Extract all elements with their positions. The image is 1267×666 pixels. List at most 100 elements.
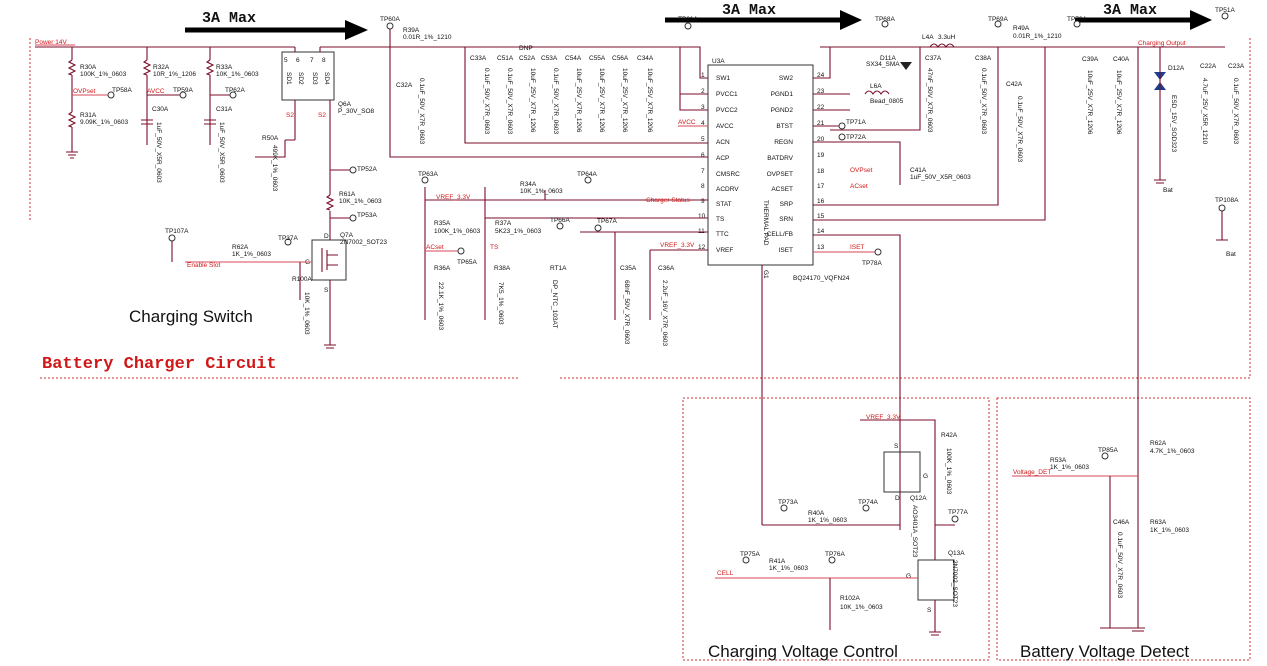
input-capacitor-bank: C33A C51A C52A C53A C54A C55A C56A C34A … <box>470 55 654 135</box>
testpoint-tp65a[interactable] <box>457 247 465 255</box>
acn-wire <box>389 29 708 158</box>
section-label-battery-voltage-detect: Battery Voltage Detect <box>1020 642 1189 661</box>
svg-text:OVPSET: OVPSET <box>767 171 793 178</box>
svg-text:1K_1%_0603: 1K_1%_0603 <box>1050 464 1089 471</box>
testpoint-tp70a[interactable] <box>1073 20 1081 28</box>
testpoint-tp52a[interactable] <box>349 166 357 174</box>
svg-text:10uF_25V_X7R_1206: 10uF_25V_X7R_1206 <box>1115 70 1122 135</box>
testpoint-tp62a[interactable] <box>229 91 237 99</box>
resistor-r42a: R42A 100K_1%_0603 <box>941 432 958 495</box>
svg-text:Q7A: Q7A <box>340 232 354 239</box>
testpoint-tp107a[interactable] <box>168 234 176 242</box>
rail-input-mid <box>320 46 708 79</box>
resistor-r39a: R39A 0.01R_1%_1210 <box>403 27 452 41</box>
resistor-r32a: R32A 10R_1%_1206 <box>142 47 196 145</box>
svg-text:8: 8 <box>322 57 326 64</box>
svg-text:SW1: SW1 <box>716 75 730 82</box>
net-ovpset-label: OVPset <box>73 88 96 95</box>
testpoint-tp78a[interactable] <box>874 248 882 256</box>
testpoint-tp74a[interactable] <box>862 504 870 512</box>
svg-text:R62A: R62A <box>1150 440 1167 447</box>
testpoint-tp63a[interactable] <box>421 176 429 184</box>
current-label-1: 3A Max <box>202 10 256 27</box>
testpoint-tp69a[interactable] <box>994 20 1002 28</box>
testpoint-tp67a[interactable] <box>594 224 602 232</box>
testpoint-tp66a[interactable] <box>556 222 564 230</box>
svg-text:C37A: C37A <box>925 55 942 62</box>
ic-part: BQ24170_VQFN24 <box>793 275 850 282</box>
testpoint-tp72a[interactable] <box>838 133 846 141</box>
svg-text:R49A: R49A <box>1013 25 1030 32</box>
svg-text:TP65A: TP65A <box>457 259 478 266</box>
svg-text:TP70A: TP70A <box>1067 16 1088 23</box>
svg-text:TP37A: TP37A <box>278 235 299 242</box>
svg-text:ACDRV: ACDRV <box>716 186 739 193</box>
testpoint-tp58a[interactable] <box>107 91 115 99</box>
svg-text:20: 20 <box>817 136 825 143</box>
svg-text:22.1K_1%_0603: 22.1K_1%_0603 <box>437 282 444 330</box>
testpoint-tp61a[interactable] <box>684 22 692 30</box>
testpoint-tp59a[interactable] <box>179 91 187 99</box>
testpoint-tp51a[interactable] <box>1221 12 1229 20</box>
testpoint-tp64a[interactable] <box>584 176 592 184</box>
svg-text:2N7002_SOT23: 2N7002_SOT23 <box>340 239 387 246</box>
svg-text:SRP: SRP <box>780 201 793 208</box>
capacitor-c39a: C39A 10uF_25V_X7R_1206 <box>1082 56 1099 135</box>
svg-text:2N7002_SOT23: 2N7002_SOT23 <box>951 560 958 607</box>
svg-text:C46A: C46A <box>1113 519 1130 526</box>
svg-text:TP68A: TP68A <box>875 16 896 23</box>
testpoint-tp60a[interactable] <box>386 22 394 30</box>
testpoint-tp53a[interactable] <box>349 214 357 222</box>
svg-text:AVCC: AVCC <box>716 123 734 130</box>
svg-text:BTST: BTST <box>776 123 793 130</box>
svg-text:R100A: R100A <box>292 276 313 283</box>
testpoint-tp75a[interactable] <box>742 556 750 564</box>
testpoint-tp37a[interactable] <box>284 238 292 246</box>
svg-text:2.2uF_16V_X7R_0603: 2.2uF_16V_X7R_0603 <box>661 280 668 347</box>
svg-text:PGND2: PGND2 <box>771 107 794 114</box>
svg-text:C34A: C34A <box>637 55 654 62</box>
testpoint-tp77a[interactable] <box>951 515 959 523</box>
svg-text:R50A: R50A <box>262 135 279 142</box>
inductor-l4a: L4A 3.3uH <box>922 34 956 48</box>
svg-text:4: 4 <box>701 120 705 127</box>
inductor-l6a: L6A Bead_0805 <box>864 83 904 105</box>
svg-text:R38A: R38A <box>494 265 511 272</box>
svg-text:ACP: ACP <box>716 155 729 162</box>
svg-text:D: D <box>895 495 900 502</box>
testpoint-tp71a[interactable] <box>838 122 846 130</box>
net-ts-label: TS <box>490 244 499 251</box>
svg-text:C32A: C32A <box>396 82 413 89</box>
svg-text:C30A: C30A <box>152 106 169 113</box>
svg-text:RT1A: RT1A <box>550 265 567 272</box>
svg-text:C41A: C41A <box>910 167 927 174</box>
svg-text:10uF_25V_X7R_1206: 10uF_25V_X7R_1206 <box>646 68 653 133</box>
r31a-ref: R31A <box>80 112 97 119</box>
section-label-charging-voltage-control: Charging Voltage Control <box>708 642 898 661</box>
testpoint-tp68a[interactable] <box>881 20 889 28</box>
ic-gnd: G1 <box>762 270 769 279</box>
testpoint-tp76a[interactable] <box>828 556 836 564</box>
svg-text:Bead_0805: Bead_0805 <box>870 98 904 105</box>
svg-text:TP64A: TP64A <box>577 171 598 178</box>
svg-text:R35A: R35A <box>434 220 451 227</box>
testpoint-tp73a[interactable] <box>780 504 788 512</box>
svg-text:TP71A: TP71A <box>846 119 867 126</box>
resistor-r37a: R37A 5K23_1%_0603 <box>495 220 542 235</box>
svg-text:7: 7 <box>310 57 314 64</box>
capacitor-c30a: C30A 1uF_50V_X5R_0603 <box>141 106 169 183</box>
frame-battery-voltage-detect <box>996 397 1251 661</box>
svg-text:10K_1%_0603: 10K_1%_0603 <box>339 198 382 205</box>
svg-text:C52A: C52A <box>519 55 536 62</box>
testpoint-tp85a[interactable] <box>1101 452 1109 460</box>
svg-text:G: G <box>923 473 928 480</box>
svg-text:13: 13 <box>817 244 825 251</box>
net-power-label: Power 14V <box>35 39 67 46</box>
svg-text:PVCC2: PVCC2 <box>716 107 738 114</box>
net-acset2-label: ACset <box>850 183 868 190</box>
testpoint-tp108a[interactable] <box>1218 204 1226 212</box>
svg-text:0.1uF_50V_X7R_0603: 0.1uF_50V_X7R_0603 <box>1232 78 1239 145</box>
svg-text:TP51A: TP51A <box>1215 7 1236 14</box>
svg-text:1uF_50V_X5R_0603: 1uF_50V_X5R_0603 <box>218 122 225 183</box>
pvcc-wire <box>679 47 708 111</box>
